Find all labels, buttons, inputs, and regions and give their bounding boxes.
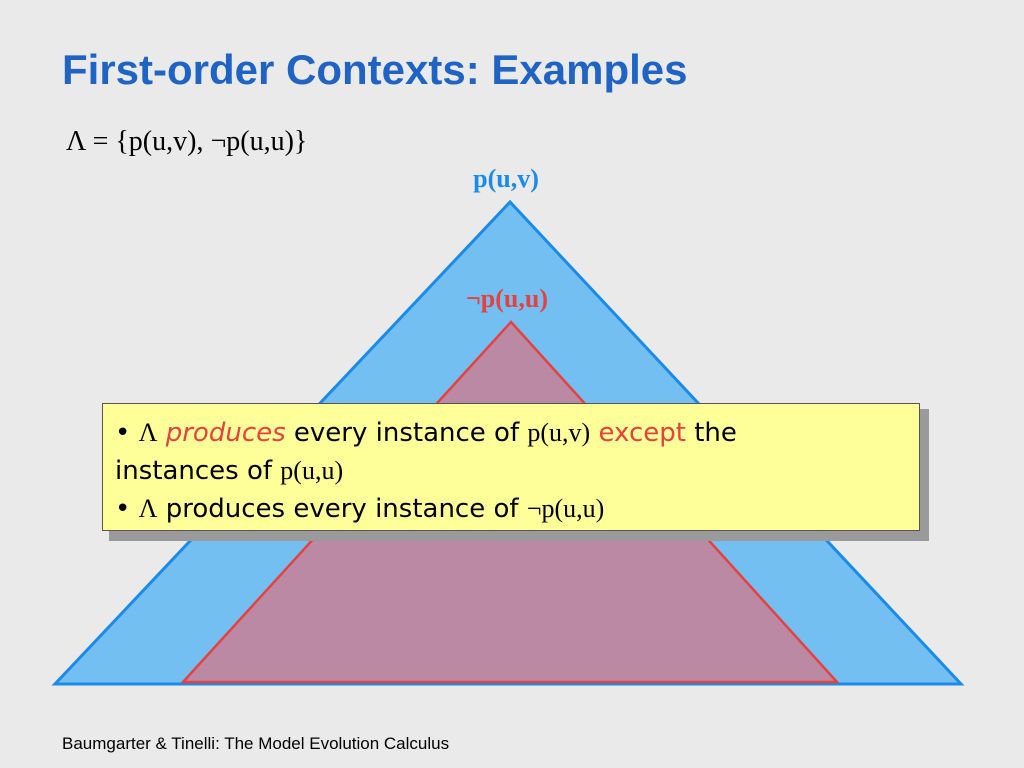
text-instances-of: instances of	[115, 456, 273, 486]
except-emphasis: except	[598, 418, 686, 448]
callout-line-2: instances of p(u,u)	[115, 452, 907, 490]
inner-triangle-label: ¬p(u,u)	[465, 284, 549, 313]
bullet: •	[115, 418, 131, 448]
bullet: •	[115, 494, 131, 524]
slide-title: First-order Contexts: Examples	[62, 46, 688, 93]
callout-line-3: • Λ produces every instance of ¬p(u,u)	[115, 490, 907, 528]
term-puu: p(u,u)	[280, 456, 344, 485]
slide-footer: Baumgarter & Tinelli: The Model Evolutio…	[62, 734, 450, 753]
context-formula: Λ = {p(u,v), ¬p(u,u)}	[66, 126, 308, 157]
text-every-instance: every instance of	[293, 418, 520, 448]
callout-box: • Λ produces every instance of p(u,v) ex…	[102, 403, 920, 531]
term-puv: p(u,v)	[527, 418, 591, 447]
outer-triangle-label: p(u,v)	[473, 164, 539, 193]
text-the: the	[694, 418, 737, 448]
lambda-symbol: Λ	[138, 494, 158, 523]
callout-line-1: • Λ produces every instance of p(u,v) ex…	[115, 414, 907, 452]
text-produces-every: produces every instance of	[165, 494, 519, 524]
term-not-puu: ¬p(u,u)	[526, 494, 605, 523]
lambda-symbol: Λ	[138, 418, 158, 447]
produces-emphasis: produces	[165, 418, 286, 448]
